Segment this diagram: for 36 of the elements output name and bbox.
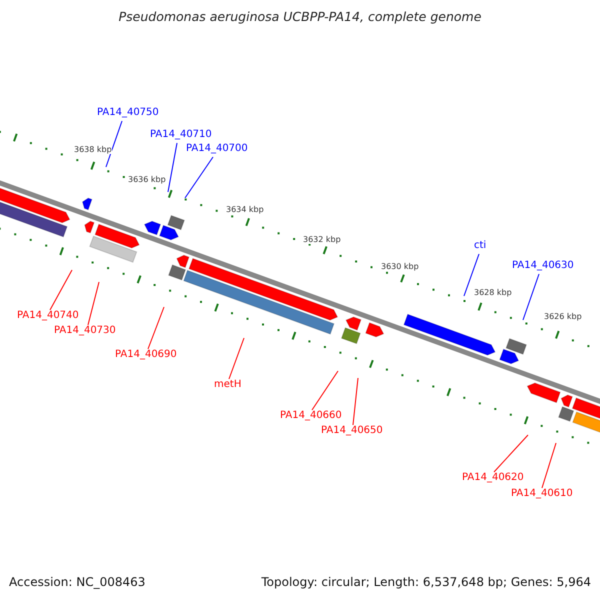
gene-label: PA14_40700 [186,144,248,154]
gene-label: PA14_40660 [280,411,342,421]
leader-line [464,254,480,296]
leader-line [88,282,100,326]
chart-title: Pseudomonas aeruginosa UCBPP-PA14, complete genome [118,11,482,24]
scale-label: 3636 kbp [128,176,166,184]
scale-label: 3638 kbp [74,146,112,154]
gene-label: PA14_40750 [97,108,159,118]
leader-line [522,274,540,320]
gene-label: PA14_40630 [512,261,574,271]
leader-line [494,434,528,472]
gene-label: PA14_40740 [17,311,79,321]
scale-label: 3628 kbp [474,289,512,297]
leader-line [184,156,214,198]
genome-summary: Topology: circular; Length: 6,537,648 bp; Genes: 5,964 [261,576,591,588]
gene-label: PA14_40730 [54,326,116,336]
scale-label: 3632 kbp [303,236,341,244]
scale-label: 3634 kbp [226,206,264,214]
gene-label: metH [214,380,242,390]
accession-text: Accession: NC_008463 [9,576,146,588]
scale-label: 3626 kbp [544,313,582,321]
leader-line [148,306,164,350]
leader-line [542,442,556,488]
gene-label: PA14_40690 [115,350,177,360]
gene-label: cti [474,241,486,251]
leader-line [50,270,72,310]
leader-line [312,370,338,410]
leader-line [228,338,244,380]
leader-line [168,142,178,192]
scale-label: 3630 kbp [381,263,419,271]
gene-label: PA14_40620 [462,473,524,483]
leader-line [352,378,358,426]
gene-label: PA14_40650 [321,426,383,436]
gene-label: PA14_40610 [511,489,573,499]
leader-line [106,120,122,168]
gene-label: PA14_40710 [150,130,212,140]
